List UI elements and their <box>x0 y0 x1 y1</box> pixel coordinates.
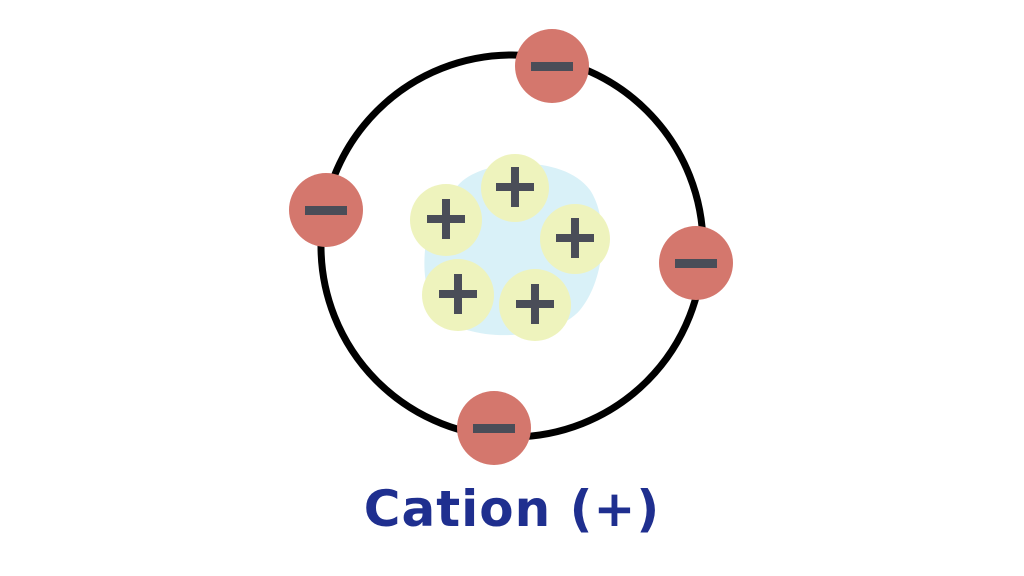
proton <box>422 259 494 331</box>
proton <box>540 204 610 274</box>
electron <box>515 29 589 103</box>
electron <box>457 391 531 465</box>
electron <box>289 173 363 247</box>
proton <box>499 269 571 341</box>
proton <box>410 184 482 256</box>
electron <box>659 226 733 300</box>
proton <box>481 154 549 222</box>
diagram-caption: Cation (+) <box>363 480 661 538</box>
